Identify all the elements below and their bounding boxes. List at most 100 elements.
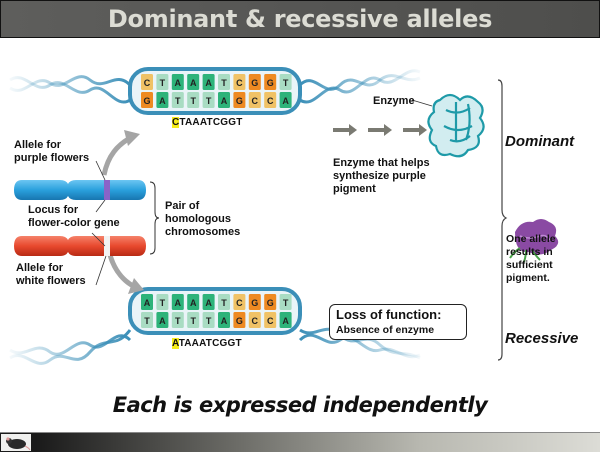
- base-A: [202, 74, 215, 90]
- sequence-top: CTAAATCGGT: [172, 117, 243, 128]
- base-T: [218, 294, 230, 310]
- locus-white: [104, 236, 110, 256]
- base-letter: A: [221, 96, 228, 106]
- label-enzyme-description: Enzyme that helps synthesize purple pigm…: [333, 157, 430, 196]
- base-G: [141, 92, 153, 108]
- slide-tagline: Each is expressed independently: [112, 393, 488, 417]
- base-A: [279, 312, 292, 328]
- base-A: [156, 312, 169, 328]
- locus-purple: [104, 180, 110, 200]
- phenotype-brace: [497, 79, 508, 361]
- label-line: white flowers: [16, 275, 86, 287]
- mouse-logo-icon: [1, 434, 31, 451]
- label-line: One allele: [506, 233, 556, 245]
- base-A: [171, 74, 184, 90]
- base-letter: T: [283, 78, 289, 88]
- base-letter: G: [267, 298, 274, 308]
- base-A: [187, 294, 200, 310]
- base-letter: T: [221, 298, 227, 308]
- label-line: homologous: [165, 213, 231, 225]
- title-bar: Dominant & recessive alleles: [0, 0, 600, 38]
- label-line: results in: [506, 246, 553, 258]
- base-C: [264, 92, 277, 108]
- dna-helix-top-left: [9, 75, 132, 104]
- base-letter: T: [160, 298, 166, 308]
- base-letter: A: [205, 78, 212, 88]
- arrow-head-top: [124, 130, 140, 146]
- label-line: pigment: [333, 183, 376, 195]
- loss-of-function-box: Loss of function: Absence of enzyme: [329, 304, 467, 340]
- sequence-bottom-rest: TAAATCGGT: [178, 338, 242, 349]
- sequence-bottom-highlight: A: [172, 338, 179, 349]
- slide-title: Dominant & recessive alleles: [107, 5, 493, 33]
- label-allele-purple: Allele for purple flowers: [14, 139, 89, 165]
- base-T: [279, 74, 292, 90]
- base-A: [279, 92, 292, 108]
- base-T: [156, 294, 169, 310]
- base-A: [171, 294, 184, 310]
- label-line: chromosomes: [165, 226, 241, 238]
- base-letter: C: [236, 298, 243, 308]
- base-letter: T: [190, 96, 196, 106]
- base-letter: G: [143, 96, 150, 106]
- base-G: [264, 74, 277, 90]
- label-line: pigment.: [506, 272, 550, 284]
- base-letter: A: [221, 316, 228, 326]
- base-letter: C: [267, 96, 274, 106]
- base-A: [187, 74, 200, 90]
- chromosome-white-allele: [14, 236, 146, 256]
- base-C: [233, 74, 246, 90]
- base-letter: T: [175, 316, 181, 326]
- base-T: [171, 92, 184, 108]
- base-T: [171, 312, 184, 328]
- base-letter: C: [252, 96, 259, 106]
- label-locus: Locus for flower-color gene: [28, 204, 120, 230]
- base-G: [233, 312, 246, 328]
- base-letter: C: [236, 78, 243, 88]
- base-G: [248, 294, 261, 310]
- arrow-head-bottom: [128, 278, 144, 294]
- base-letter: T: [160, 78, 166, 88]
- pair-brace: [149, 181, 160, 255]
- base-A: [156, 92, 169, 108]
- base-T: [202, 312, 215, 328]
- base-letter: A: [190, 78, 197, 88]
- base-letter: A: [282, 96, 289, 106]
- base-A: [202, 294, 215, 310]
- base-C: [248, 312, 261, 328]
- process-arrows: [333, 124, 427, 136]
- label-recessive: Recessive: [505, 330, 579, 347]
- base-letter: T: [175, 96, 181, 106]
- footer-bar: [0, 432, 600, 452]
- arrow-to-top-dna: [101, 135, 132, 176]
- base-letter: A: [175, 78, 182, 88]
- base-letter: T: [221, 78, 227, 88]
- sequence-top-rest: TAAATCGGT: [179, 117, 243, 128]
- base-letter: G: [267, 78, 274, 88]
- label-dominant: Dominant: [505, 133, 575, 150]
- base-letter: A: [282, 316, 289, 326]
- base-G: [233, 92, 246, 108]
- label-line: Allele for: [14, 139, 62, 151]
- base-A: [218, 92, 230, 108]
- loss-title: Loss of function:: [336, 307, 442, 322]
- base-letter: T: [190, 316, 196, 326]
- base-C: [233, 294, 246, 310]
- base-letter: C: [144, 78, 151, 88]
- base-letter: T: [206, 96, 212, 106]
- dna-helix-bottom-right: [298, 327, 421, 360]
- label-pair-homologous: Pair of homologous chromosomes: [165, 200, 240, 239]
- label-line: Allele for: [16, 262, 64, 274]
- enzyme-protein-icon: [427, 93, 485, 158]
- label-line: synthesize purple: [333, 170, 426, 182]
- base-G: [264, 294, 277, 310]
- base-letter: T: [206, 316, 212, 326]
- base-T: [141, 312, 153, 328]
- base-letter: A: [144, 298, 151, 308]
- base-letter: A: [190, 298, 197, 308]
- base-letter: G: [251, 298, 258, 308]
